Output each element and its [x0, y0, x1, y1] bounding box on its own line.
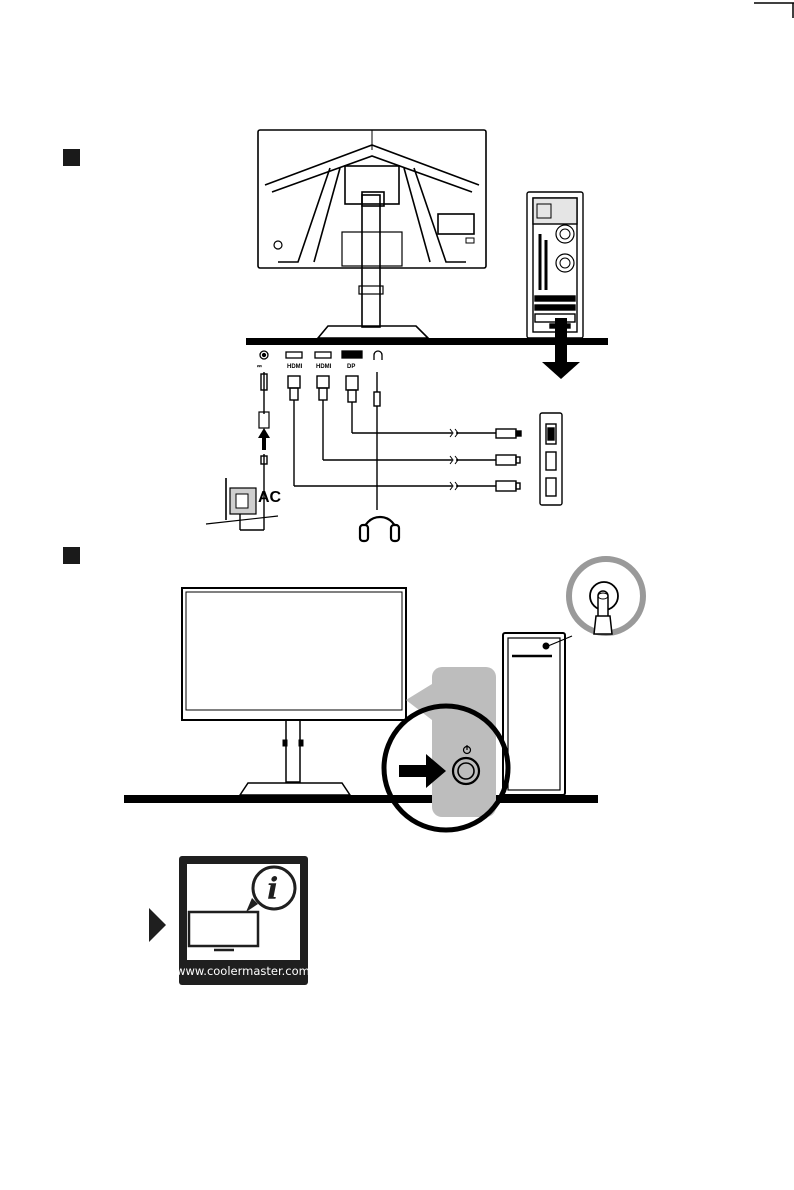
dc-port-label: ⎓ [257, 364, 262, 370]
port-strip [260, 351, 382, 360]
ac-label: AC [258, 489, 282, 506]
pc-tower-rear [527, 192, 583, 338]
up-arrow-icon [258, 428, 270, 450]
rear-power-button-icon [274, 241, 282, 249]
dp-port-label: DP [347, 364, 355, 370]
press-button-callout [569, 559, 643, 634]
info-url: www.coolermaster.com [176, 964, 310, 978]
monitor-front-view [182, 588, 406, 795]
hdmi-port-label-2: HDMI [316, 364, 332, 370]
pc-tower-front [503, 633, 565, 795]
monitor-rear-view [258, 130, 486, 338]
down-arrow-icon [542, 318, 580, 379]
desk-top [246, 338, 608, 345]
svg-text:i: i [267, 872, 278, 907]
pointer-triangle-icon [149, 908, 166, 942]
hdmi-port-label-1: HDMI [287, 364, 303, 370]
step-1-marker [63, 149, 80, 166]
gpu-bracket [540, 413, 562, 505]
zoom-panel [432, 667, 496, 817]
cables [240, 372, 521, 530]
desk-top-2 [124, 795, 598, 803]
headphone-icon [360, 517, 399, 541]
step-2-marker [63, 547, 80, 564]
